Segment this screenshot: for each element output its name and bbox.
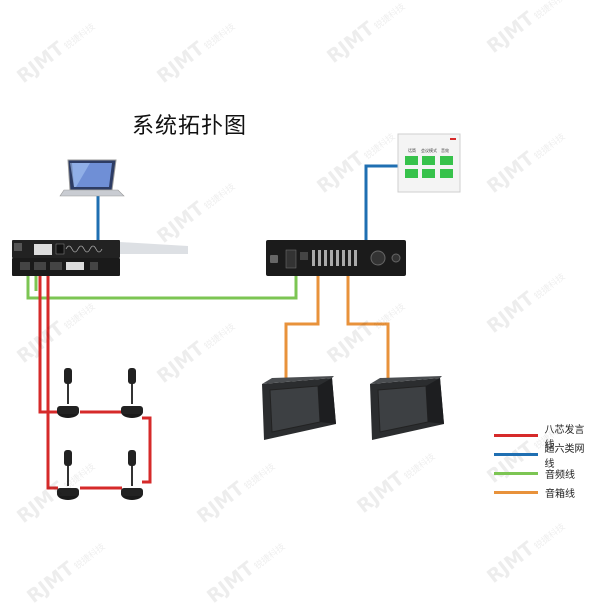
legend: 八芯发言线 超六类网线 音频线 音箱线 xyxy=(494,425,594,502)
audio-cable xyxy=(26,275,298,300)
microphone-icon xyxy=(57,368,79,418)
panel-label-2: 会议模式 xyxy=(421,147,437,153)
diagram-title: 系统拓扑图 xyxy=(132,114,248,139)
legend-swatch-blue xyxy=(494,453,538,456)
speaker-cable-2 xyxy=(346,276,390,380)
legend-item-audio-cable: 音频线 xyxy=(494,464,594,483)
legend-label: 音频线 xyxy=(545,470,575,481)
conference-host-device xyxy=(12,240,188,276)
legend-item-speaker-cable: 音箱线 xyxy=(494,483,594,502)
microphone-icon xyxy=(121,450,143,500)
speech-cable-1 xyxy=(38,275,58,414)
legend-label: 超六类网线 xyxy=(544,443,585,470)
legend-swatch-red xyxy=(494,434,538,437)
speaker-icon xyxy=(370,376,444,440)
speech-cable-5 xyxy=(142,416,152,484)
control-panel-device: 话筒 会议模式 音效 xyxy=(397,133,461,193)
microphone-icon xyxy=(121,368,143,418)
network-cable-panel xyxy=(364,164,404,240)
laptop-icon xyxy=(59,159,125,197)
legend-item-speech-cable: 八芯发言线 xyxy=(494,425,594,451)
legend-label: 八芯发言线 xyxy=(544,424,585,451)
panel-label-3: 音效 xyxy=(441,147,449,153)
panel-label-1: 话筒 xyxy=(408,147,416,153)
microphone-icon xyxy=(57,450,79,500)
legend-item-network-cable: 超六类网线 xyxy=(494,444,594,470)
amplifier-device xyxy=(266,240,406,276)
speech-cable-2 xyxy=(46,275,58,490)
speaker-icon xyxy=(262,376,336,440)
legend-label: 音箱线 xyxy=(545,489,575,500)
legend-swatch-orange xyxy=(494,491,538,494)
speaker-cable-1 xyxy=(284,276,320,380)
legend-swatch-green xyxy=(494,472,538,475)
